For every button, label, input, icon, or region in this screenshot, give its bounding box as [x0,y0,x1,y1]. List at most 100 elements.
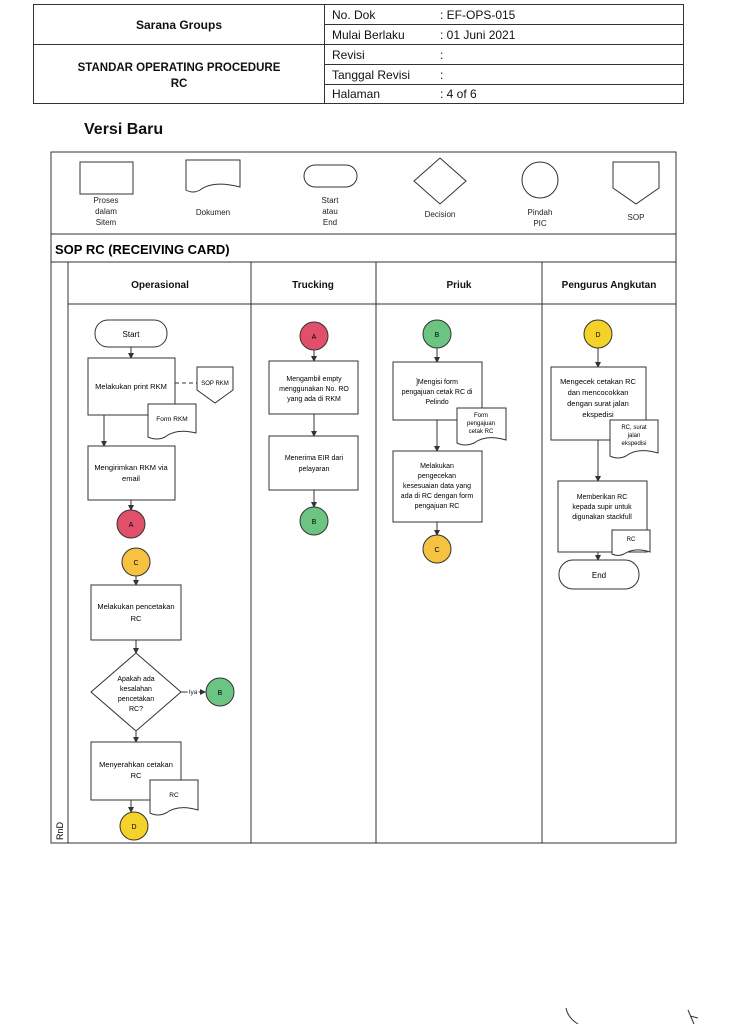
document-label: cetak RC [469,429,494,435]
connector-label: C [133,560,138,567]
lane-header-pengurus: Pengurus Angkutan [562,280,657,291]
legend-proses-label: Proses [94,196,119,205]
legend-decision-label: Decision [425,210,456,219]
connector-label: B [218,690,223,697]
legend-proses-label: dalam [95,207,117,216]
field-label: No. Dok [332,8,376,22]
field-value: : 01 Juni 2021 [440,28,516,42]
connector-d [583,319,613,349]
field-value: : [440,68,444,82]
process-label: Mengecek cetakan RC [560,377,636,386]
iya-label: Iya [189,689,198,696]
process-label: kepada supir untuk [572,504,632,511]
process-label: dengan surat jalan [567,399,629,408]
side-label: RnD [55,821,65,840]
legend-document-shape [185,159,241,193]
process-label: dan mencocokkan [568,388,629,397]
process-label: yang ada di RKM [287,396,341,403]
process-label: RC [131,771,142,780]
document-label: RC [169,792,179,799]
connector-label: C [434,547,439,554]
legend-connector-shape [521,161,559,199]
field-row: Tanggal Revisi : [325,65,683,85]
field-value: : EF-OPS-015 [440,8,516,22]
process-label: menggunakan No. RO [279,386,349,393]
process-label: ]Mengisi form [416,379,458,386]
connector-b [422,319,452,349]
decision-label: Apakah ada [117,676,154,683]
legend-pindah-label: Pindah [528,208,553,217]
connector-label: D [131,824,136,831]
legend-start-label: atau [322,207,338,216]
document-label: Form [474,413,488,419]
connector-label: A [129,522,134,529]
process-terima-eir [268,435,359,491]
lane-header-operasional: Operasional [131,280,189,291]
legend-proses-label: Sitem [96,218,117,227]
document-form-rkm [147,403,197,440]
process-label: ekspedisi [582,410,614,419]
field-label: Revisi [332,48,365,62]
end-terminal [558,559,640,590]
process-label: Melakukan [420,463,454,470]
connector-label: A [312,334,317,341]
document-form-pengajuan [456,407,507,446]
title-line1: STANDAR OPERATING PROCEDURE [77,62,281,74]
process-label: digunakan stackfull [572,514,632,521]
field-label: Mulai Berlaku [332,28,405,42]
section-title: Versi Baru [84,121,164,138]
company-cell: Sarana Groups [34,5,325,45]
process-label: Mengambil empty [286,376,342,383]
legend-sop-label: SOP [628,213,645,222]
legend-dokumen-label: Dokumen [196,208,230,217]
connector-d [119,811,149,841]
decision-label: pencetakan [118,696,154,703]
process-label: Memberikan RC [577,494,628,501]
decision-label: kesalahan [120,686,152,693]
company-name: Sarana Groups [135,18,223,32]
connector-b [299,506,329,536]
process-label: pengecekan [418,473,456,480]
start-label: Start [123,330,141,339]
title-cell: STANDAR OPERATING PROCEDURE RC [34,45,325,103]
document-rc [149,779,199,816]
process-label: Menyerahkan cetakan [99,760,173,769]
field-row: Mulai Berlaku : 01 Juni 2021 [325,25,683,45]
legend-start-label: Start [322,196,340,205]
document-rc [611,529,651,556]
document-label: pengajuan [467,421,495,427]
scan-mark [687,1009,699,1024]
process-label: Menerima EIR dari [285,455,344,462]
legend-start-label: End [323,218,337,227]
connector-a [299,321,329,351]
document-label: ekspedisi [621,441,646,447]
process-kirim-rkm [87,445,176,501]
process-label: Melakukan print RKM [95,382,167,391]
connector-b [205,677,235,707]
connector-label: B [435,332,440,339]
decision-label: RC? [129,706,143,713]
field-row: No. Dok : EF-OPS-015 [325,5,683,25]
lane-header-trucking: Trucking [292,280,334,291]
connector-label: B [312,519,317,526]
legend-sop-shape [612,161,660,205]
diagram-title: SOP RC (RECEIVING CARD) [55,242,230,257]
document-label: RC, surat [621,425,647,431]
lane-header-priuk: Priuk [446,280,471,291]
sop-rkm-label: SOP RKM [201,381,229,387]
document-header: Sarana Groups STANDAR OPERATING PROCEDUR… [33,4,684,104]
process-label: RC [131,614,142,623]
start-terminal [94,319,168,348]
process-pencetakan [90,584,182,641]
sop-rkm-shape [196,366,234,404]
process-label: email [122,474,140,483]
process-label: kesesuaian data yang [403,483,471,490]
connector-c [422,534,452,564]
connector-a [116,509,146,539]
end-label: End [592,571,606,580]
process-label: pengajuan RC [415,503,460,510]
diagram-frame [50,151,677,844]
legend-process-shape [79,161,134,195]
legend-decision-shape [413,157,467,205]
